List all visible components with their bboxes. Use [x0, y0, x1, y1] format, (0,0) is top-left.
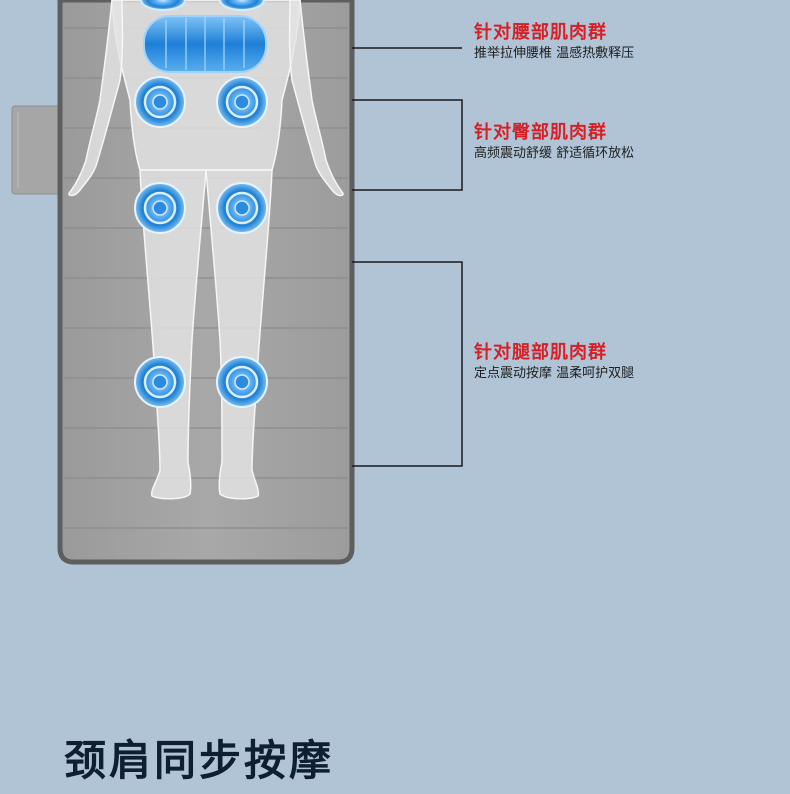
massage-node-calf-right [216, 356, 268, 408]
callout-lumbar: 针对腰部肌肉群 推举拉伸腰椎 温感热敷释压 [474, 22, 634, 63]
callout-lumbar-subtitle: 推举拉伸腰椎 温感热敷释压 [474, 46, 635, 61]
callout-leg: 针对腿部肌肉群 定点震动按摩 温柔呵护双腿 [474, 342, 634, 383]
massage-node-top-right [219, 0, 265, 11]
massage-node-hip-right [216, 76, 268, 128]
callout-hip: 针对臀部肌肉群 高频震动舒缓 舒适循环放松 [474, 122, 634, 163]
callout-lumbar-title: 针对腰部肌肉群 [474, 22, 607, 43]
massage-node-top-left [140, 0, 186, 11]
callout-hip-title: 针对臀部肌肉群 [474, 122, 607, 143]
connector-lines [352, 47, 463, 467]
section-headline: 颈肩同步按摩 [64, 736, 335, 785]
massage-node-thigh-left [134, 182, 186, 234]
massage-node-thigh-right [216, 182, 268, 234]
lumbar-roller [143, 15, 267, 73]
massage-node-calf-left [134, 356, 186, 408]
callout-leg-subtitle: 定点震动按摩 温柔呵护双腿 [474, 366, 635, 381]
callout-hip-subtitle: 高频震动舒缓 舒适循环放松 [474, 146, 635, 161]
callout-leg-title: 针对腿部肌肉群 [474, 342, 607, 363]
massage-node-hip-left [134, 76, 186, 128]
side-pocket [11, 105, 65, 195]
